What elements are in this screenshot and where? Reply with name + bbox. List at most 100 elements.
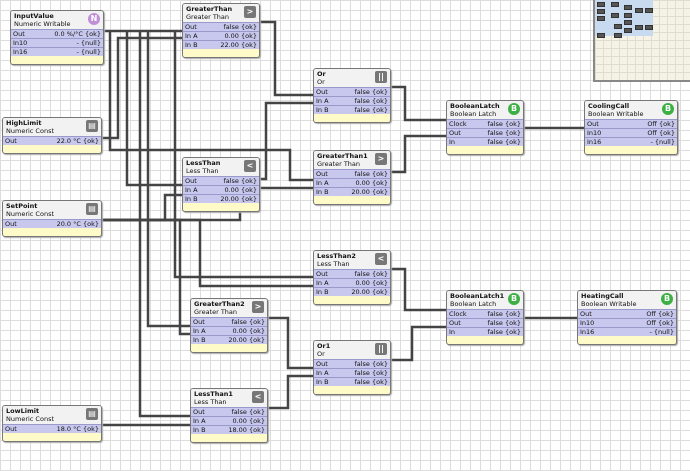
slot-value: 0.00 {ok} bbox=[355, 279, 388, 287]
slot-row[interactable]: Clock false {ok} bbox=[447, 309, 523, 318]
slot-row[interactable]: In A 0.00 {ok} bbox=[191, 326, 267, 335]
block-greaterthan2[interactable]: GreaterThan2 Greater Than > Out false {o… bbox=[190, 298, 268, 353]
wire-link[interactable] bbox=[99, 193, 182, 222]
wire-link[interactable] bbox=[266, 374, 313, 410]
wire-link[interactable] bbox=[258, 101, 313, 181]
block-or[interactable]: Or Or || Out false {ok} In A false {ok} … bbox=[313, 68, 391, 123]
slot-name: In A bbox=[316, 279, 329, 287]
slot-row[interactable]: Out 20.0 °C {ok} bbox=[3, 219, 101, 228]
block-name: LessThan1 bbox=[194, 390, 233, 398]
slot-row[interactable]: In10 Off {ok} bbox=[578, 318, 676, 327]
slot-name: Out bbox=[449, 129, 461, 137]
wire-link[interactable] bbox=[99, 218, 190, 336]
block-type: Numeric Writable bbox=[14, 20, 71, 28]
slot-row[interactable]: In16 - {null} bbox=[11, 47, 103, 56]
minimap-block bbox=[597, 9, 605, 14]
slot-row[interactable]: In false {ok} bbox=[447, 137, 523, 146]
slot-row[interactable]: Out false {ok} bbox=[314, 269, 390, 278]
wire-link[interactable] bbox=[389, 85, 446, 122]
block-lessthan[interactable]: LessThan Less Than < Out false {ok} In A… bbox=[182, 157, 260, 212]
slot-row[interactable]: In A false {ok} bbox=[314, 368, 390, 377]
wire-link[interactable] bbox=[389, 134, 446, 174]
slot-row[interactable]: In B 20.00 {ok} bbox=[191, 335, 267, 344]
block-setpoint[interactable]: SetPoint Numeric Const ▤ Out 20.0 °C {ok… bbox=[2, 200, 102, 237]
slot-row[interactable]: In A false {ok} bbox=[314, 96, 390, 105]
slot-row[interactable]: Out false {ok} bbox=[314, 169, 390, 178]
slot-row[interactable]: Out false {ok} bbox=[447, 318, 523, 327]
wire-link[interactable] bbox=[389, 325, 446, 362]
slot-row[interactable]: Out Off {ok} bbox=[585, 119, 677, 128]
slot-row[interactable]: In B false {ok} bbox=[314, 377, 390, 386]
slot-value: false {ok} bbox=[487, 319, 521, 327]
wire-link[interactable] bbox=[266, 316, 313, 370]
slot-row[interactable]: In A 0.00 {ok} bbox=[183, 185, 259, 194]
slot-row[interactable]: Out false {ok} bbox=[447, 128, 523, 137]
block-inputvalue[interactable]: InputValue Numeric Writable N Out 0.0 %/… bbox=[10, 10, 104, 65]
slot-row[interactable]: In A 0.00 {ok} bbox=[314, 178, 390, 187]
block-lessthan2[interactable]: LessThan2 Less Than < Out false {ok} In … bbox=[313, 250, 391, 305]
block-booleanlatch1[interactable]: BooleanLatch1 Boolean Latch B Clock fals… bbox=[446, 290, 524, 345]
slot-row[interactable]: In false {ok} bbox=[447, 327, 523, 336]
minimap[interactable] bbox=[593, 0, 690, 82]
slot-name: In10 bbox=[13, 39, 28, 47]
block-highlimit[interactable]: HighLimit Numeric Const ▤ Out 22.0 °C {o… bbox=[2, 117, 102, 154]
block-coolingcall[interactable]: CoolingCall Boolean Writable B Out Off {… bbox=[584, 100, 678, 155]
block-lowlimit[interactable]: LowLimit Numeric Const ▤ Out 18.0 °C {ok… bbox=[2, 405, 102, 442]
block-name: GreaterThan2 bbox=[194, 300, 245, 308]
slot-row[interactable]: In B 20.00 {ok} bbox=[314, 187, 390, 196]
slot-row[interactable]: Out false {ok} bbox=[183, 176, 259, 185]
slot-row[interactable]: Out false {ok} bbox=[314, 359, 390, 368]
block-lessthan1[interactable]: LessThan1 Less Than < Out false {ok} In … bbox=[190, 388, 268, 443]
slot-row[interactable]: Out Off {ok} bbox=[578, 309, 676, 318]
slot-value: false {ok} bbox=[354, 170, 388, 178]
wire-link[interactable] bbox=[389, 267, 446, 312]
wire-link[interactable] bbox=[125, 31, 182, 187]
slot-row[interactable]: Clock false {ok} bbox=[447, 119, 523, 128]
block-type: Less Than bbox=[194, 398, 227, 406]
slot-name: In bbox=[449, 328, 456, 336]
wire-link[interactable] bbox=[173, 31, 313, 279]
slot-name: In B bbox=[185, 195, 198, 203]
wire-link[interactable] bbox=[99, 218, 313, 288]
wire-link[interactable] bbox=[99, 36, 182, 140]
slot-row[interactable]: Out 22.0 °C {ok} bbox=[3, 136, 101, 145]
slot-row[interactable]: Out false {ok} bbox=[191, 317, 267, 326]
block-or1[interactable]: Or1 Or || Out false {ok} In A false {ok}… bbox=[313, 340, 391, 395]
slot-value: false {ok} bbox=[487, 129, 521, 137]
wire-link[interactable] bbox=[258, 20, 313, 97]
block-heatingcall[interactable]: HeatingCall Boolean Writable B Out Off {… bbox=[577, 290, 677, 345]
block-type: Numeric Const bbox=[6, 127, 55, 135]
slot-row[interactable]: In B 20.00 {ok} bbox=[183, 194, 259, 203]
slot-value: 22.0 °C {ok} bbox=[56, 137, 99, 145]
wire-link[interactable] bbox=[138, 31, 190, 418]
minimap-block bbox=[645, 25, 653, 30]
slot-value: false {ok} bbox=[487, 328, 521, 336]
slot-row[interactable]: In A 0.00 {ok} bbox=[314, 278, 390, 287]
slot-row[interactable]: In B 18.00 {ok} bbox=[191, 425, 267, 434]
block-header: Or Or || bbox=[314, 69, 390, 87]
slot-value: 22.00 {ok} bbox=[220, 41, 257, 49]
slot-row[interactable]: In16 - {null} bbox=[578, 327, 676, 336]
slot-name: In B bbox=[193, 426, 206, 434]
slot-row[interactable]: In B 20.00 {ok} bbox=[314, 287, 390, 296]
slot-row[interactable]: Out false {ok} bbox=[183, 22, 259, 31]
block-booleanlatch[interactable]: BooleanLatch Boolean Latch B Clock false… bbox=[446, 100, 524, 155]
slot-row[interactable]: Out false {ok} bbox=[314, 87, 390, 96]
slot-row[interactable]: Out 0.0 %/°C {ok} bbox=[11, 29, 103, 38]
slot-row[interactable]: In A 0.00 {ok} bbox=[191, 416, 267, 425]
slot-name: In16 bbox=[13, 48, 28, 56]
slot-row[interactable]: In10 - {null} bbox=[11, 38, 103, 47]
slot-name: In A bbox=[193, 327, 206, 335]
slot-row[interactable]: Out false {ok} bbox=[191, 407, 267, 416]
slot-row[interactable]: In10 Off {ok} bbox=[585, 128, 677, 137]
slot-row[interactable]: In16 - {null} bbox=[585, 137, 677, 146]
slot-row[interactable]: Out 18.0 °C {ok} bbox=[3, 424, 101, 433]
block-type-icon: B bbox=[661, 293, 673, 305]
slot-row[interactable]: In B false {ok} bbox=[314, 105, 390, 114]
slot-name: Out bbox=[316, 170, 328, 178]
block-greaterthan1[interactable]: GreaterThan1 Greater Than > Out false {o… bbox=[313, 150, 391, 205]
slot-row[interactable]: In A 0.00 {ok} bbox=[183, 31, 259, 40]
slot-row[interactable]: In B 22.00 {ok} bbox=[183, 40, 259, 49]
block-greaterthan[interactable]: GreaterThan Greater Than > Out false {ok… bbox=[182, 3, 260, 58]
